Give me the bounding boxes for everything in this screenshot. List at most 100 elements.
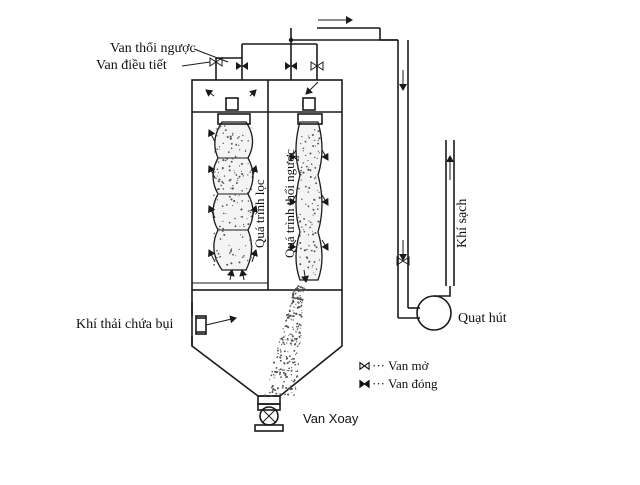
dust-dot (303, 229, 305, 231)
dust-dot (294, 343, 297, 345)
dust-dot (313, 128, 316, 131)
dust-dot (226, 135, 229, 139)
dust-dot (222, 159, 225, 162)
top-piping (215, 16, 420, 319)
dust-dot (297, 363, 300, 366)
dust-dot (297, 187, 300, 190)
dust-dot (279, 371, 282, 374)
dust-dot (237, 177, 239, 180)
dust-dot (228, 221, 231, 224)
dust-dot (291, 358, 293, 361)
dust-dot (240, 170, 243, 172)
dust-dot (305, 154, 307, 157)
dust-dot (221, 205, 224, 208)
dust-dot (286, 315, 288, 317)
dust-dot (316, 189, 318, 192)
dust-dot (299, 213, 301, 216)
dust-dot (313, 139, 316, 142)
dust-dot (217, 180, 220, 183)
dust-dot (283, 343, 286, 345)
dust-dot (240, 162, 244, 165)
dust-dot (314, 177, 316, 180)
dust-dot (282, 371, 285, 374)
dust-dot (307, 191, 310, 193)
dust-dot (227, 151, 230, 153)
dust-dot (238, 136, 240, 138)
dust-dot (217, 161, 220, 163)
dust-dot (293, 394, 295, 396)
dust-dot (294, 306, 296, 308)
dust-dot (246, 188, 248, 190)
dust-dot (246, 192, 249, 194)
dust-dot (213, 194, 215, 196)
dust-dot (231, 134, 234, 136)
dust-dot (276, 356, 278, 359)
dust-dot (240, 216, 242, 218)
dust-dot (250, 188, 253, 190)
dust-dot (292, 357, 295, 360)
dust-dot (299, 220, 302, 223)
dust-dot (291, 338, 293, 340)
dust-dot (307, 266, 310, 269)
dust-dot (249, 210, 251, 212)
dust-dot (299, 235, 301, 237)
dust-dot (216, 175, 218, 177)
dust-dot (213, 232, 216, 235)
dust-dot (232, 188, 234, 190)
dust-dot (298, 302, 300, 304)
dust-dot (276, 349, 279, 352)
dust-dot (308, 135, 310, 137)
dust-dot (293, 297, 296, 299)
dust-dot (301, 226, 303, 228)
dust-dot (281, 384, 284, 387)
dust-dot (272, 373, 275, 376)
dust-dot (291, 380, 293, 382)
dust-dot (269, 391, 271, 394)
dust-dot (300, 179, 302, 181)
legend: ⋈ ··· Van mở ⧓ ··· Van đóng (358, 358, 438, 391)
dust-dot (271, 388, 274, 391)
dust-dot (277, 352, 279, 355)
dust-dot (230, 147, 233, 149)
dust-dot (291, 296, 294, 299)
dust-dot (228, 169, 231, 172)
dust-dot (312, 231, 314, 233)
dust-dot (296, 325, 298, 328)
dust-dot (296, 306, 299, 309)
label-reverse-blow-process: Quá trình thổi ngược (282, 149, 297, 258)
dust-particles (213, 125, 321, 397)
dust-dot (314, 274, 316, 276)
dust-dot (312, 264, 314, 267)
dust-dot (294, 386, 296, 388)
dust-dot (251, 127, 253, 129)
dust-dot (318, 152, 320, 154)
dust-dot (288, 355, 291, 358)
legend-open-label: ··· Van mở (372, 358, 430, 373)
dust-dot (219, 238, 222, 240)
dust-dot (247, 210, 250, 212)
legend-closed-label: ··· Van đóng (372, 376, 438, 391)
dust-dot (292, 326, 294, 328)
dust-dot (300, 289, 302, 291)
dust-dot (309, 175, 312, 179)
dust-dot (214, 258, 217, 261)
dust-dot (308, 245, 310, 247)
dust-dot (283, 380, 285, 383)
dust-dot (229, 135, 232, 138)
dust-dot (294, 363, 297, 366)
dust-dot (239, 149, 241, 151)
dust-dot (296, 375, 299, 378)
dust-dot (296, 341, 298, 343)
dust-dot (280, 351, 282, 353)
dust-dot (234, 217, 236, 220)
dust-dot (299, 256, 301, 258)
dust-dot (213, 236, 216, 239)
dust-dot (226, 157, 229, 160)
dust-dot (299, 341, 301, 343)
dust-dot (247, 140, 249, 142)
dust-dot (238, 261, 241, 264)
dust-dot (300, 169, 302, 172)
dust-dot (305, 203, 307, 205)
dust-dot (218, 126, 221, 129)
dust-dot (284, 335, 286, 337)
